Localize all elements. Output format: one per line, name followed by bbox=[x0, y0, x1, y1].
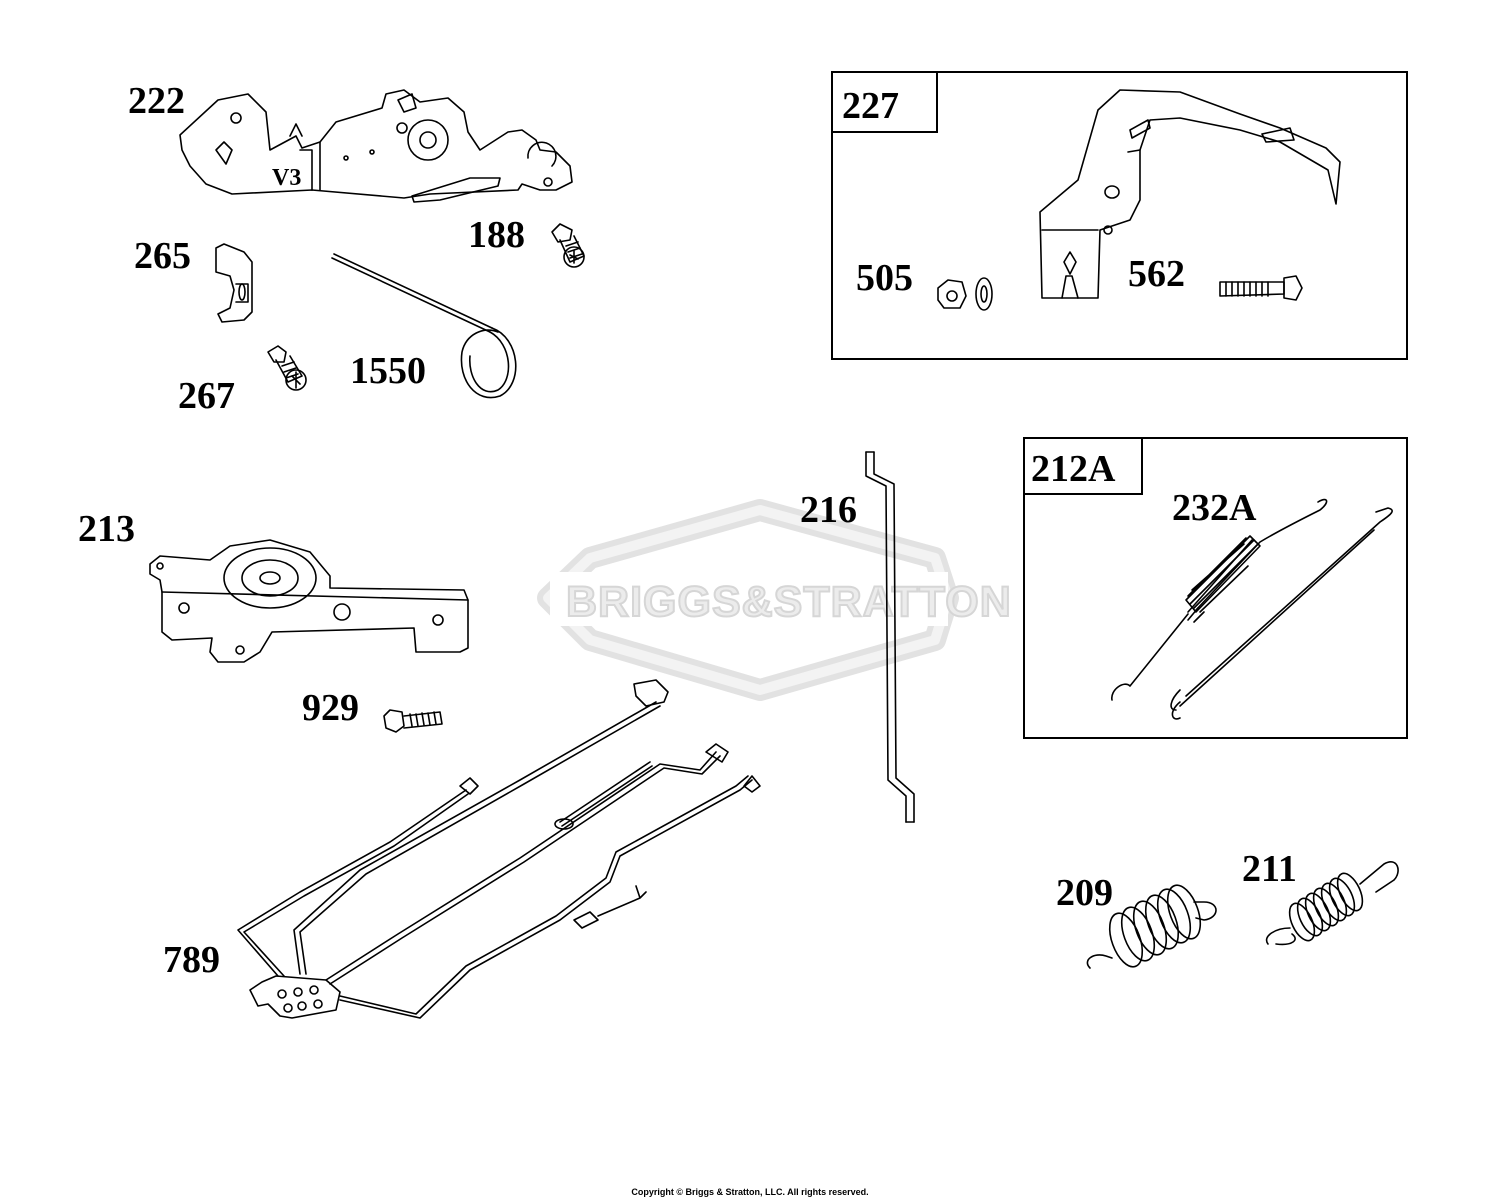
part-213-idler-bracket bbox=[149, 539, 469, 663]
part-222-control-bracket bbox=[179, 89, 573, 203]
watermark-brand-text: BRIGGS&STRATTON bbox=[565, 577, 1012, 627]
part-211-spring bbox=[1265, 861, 1399, 946]
box-212A-label-frame bbox=[1023, 437, 1143, 495]
part-227-lever bbox=[1039, 89, 1341, 299]
part-562-screw bbox=[1219, 275, 1303, 301]
box-227-frame bbox=[831, 71, 1408, 360]
label-216: 216 bbox=[800, 489, 857, 531]
part-209-spring bbox=[1086, 884, 1217, 969]
box-label-227: 227 bbox=[842, 85, 899, 127]
label-1550: 1550 bbox=[350, 350, 426, 392]
part-232A-spring-rod bbox=[1111, 498, 1393, 720]
label-562: 562 bbox=[1128, 253, 1185, 295]
label-188: 188 bbox=[468, 214, 525, 256]
label-222: 222 bbox=[128, 80, 185, 122]
part-1550-wire-link bbox=[331, 253, 517, 399]
part-789-wire-harness bbox=[237, 679, 761, 1019]
bracket-marking: V3 bbox=[272, 165, 302, 191]
part-216-rod bbox=[865, 451, 915, 823]
part-267-screw bbox=[267, 345, 307, 391]
label-505: 505 bbox=[856, 257, 913, 299]
box-label-212A: 212A bbox=[1031, 448, 1116, 490]
box-212A-frame bbox=[1023, 437, 1408, 739]
label-213: 213 bbox=[78, 508, 135, 550]
copyright-notice: Copyright © Briggs & Stratton, LLC. All … bbox=[631, 1187, 869, 1197]
label-232A: 232A bbox=[1172, 487, 1257, 529]
label-267: 267 bbox=[178, 375, 235, 417]
label-211: 211 bbox=[1242, 848, 1297, 890]
label-209: 209 bbox=[1056, 872, 1113, 914]
part-929-screw bbox=[383, 709, 443, 733]
part-188-screw bbox=[551, 223, 585, 268]
label-265: 265 bbox=[134, 235, 191, 277]
box-227-label-frame bbox=[831, 71, 938, 133]
label-929: 929 bbox=[302, 687, 359, 729]
part-265-clip bbox=[215, 243, 253, 323]
part-505-nut-washer bbox=[937, 277, 993, 311]
label-789: 789 bbox=[163, 939, 220, 981]
